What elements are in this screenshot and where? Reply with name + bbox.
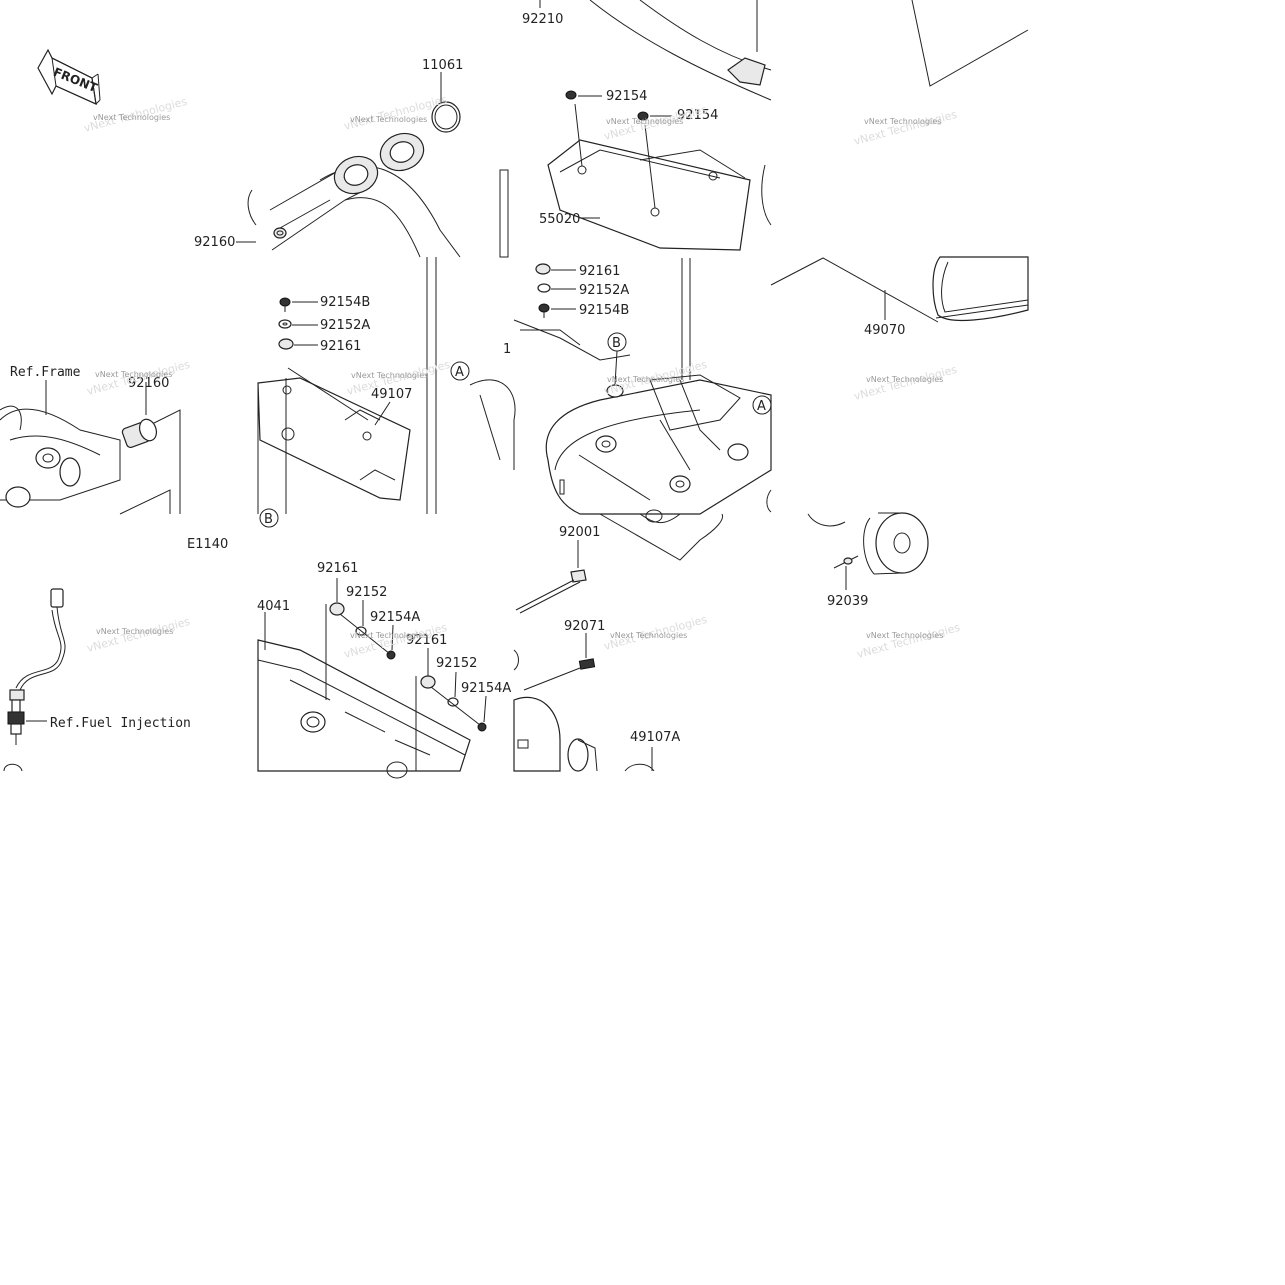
- part-92154B-a: 92154B: [320, 295, 370, 310]
- end-cap-49070: [770, 256, 1029, 323]
- watermark: vNext Technologies: [606, 117, 683, 126]
- bolt-92001-icon: [515, 540, 587, 614]
- bolt-92154-icon: [565, 90, 672, 121]
- ref-frame: Ref.Frame: [10, 365, 81, 380]
- callout-b-b: B: [612, 336, 621, 351]
- part-11061: 11061: [422, 58, 463, 73]
- diagram-code: E1140: [187, 537, 228, 552]
- fastener-stack-b: [535, 263, 576, 318]
- front-arrow-icon: FRONT: [37, 48, 101, 106]
- part-92160-b: 92160: [128, 376, 169, 391]
- part-1: 1: [503, 342, 511, 357]
- rubber-damper-92039: [807, 512, 929, 590]
- ref-fuel-injection: Ref.Fuel Injection: [50, 716, 191, 731]
- part-49107: 49107: [371, 387, 412, 402]
- watermark: vNext Technologies: [866, 631, 943, 640]
- side-cover-4041: [257, 604, 471, 779]
- heat-cover-55020: [547, 103, 751, 251]
- part-92161-a: 92161: [320, 339, 361, 354]
- watermarks: vNext Technologies vNext Technologies vN…: [82, 93, 961, 661]
- part-92154B-b: 92154B: [579, 303, 629, 318]
- part-55020: 55020: [539, 212, 580, 227]
- part-92161-b: 92161: [579, 264, 620, 279]
- part-92152A-b: 92152A: [579, 283, 629, 298]
- callout-b-circle-c: [3, 763, 23, 772]
- part-92160-a: 92160: [194, 235, 235, 250]
- part-92161-c: 92161: [317, 561, 358, 576]
- watermark: vNext Technologies: [607, 375, 684, 384]
- watermark: vNext Technologies: [96, 627, 173, 636]
- gasket-11061-icon: [431, 72, 461, 133]
- watermark-bg: vNext Technologies: [852, 108, 958, 148]
- part-49107A: 49107A: [630, 730, 680, 745]
- part-92001: 92001: [559, 525, 600, 540]
- watermark: vNext Technologies: [866, 375, 943, 384]
- callout-a-a: A: [455, 365, 464, 380]
- watermark: vNext Technologies: [350, 631, 427, 640]
- clip-92071-icon: [523, 633, 596, 691]
- part-92152-b: 92152: [436, 656, 477, 671]
- part-92154-b: 92154: [677, 108, 718, 123]
- part-92152-a: 92152: [346, 585, 387, 600]
- oxygen-sensor-icon: [7, 588, 66, 745]
- watermark: vNext Technologies: [864, 117, 941, 126]
- part-92154A-b: 92154A: [461, 681, 511, 696]
- rubber-damper-icon: [5, 382, 158, 508]
- callout-b-circle-b: B: [607, 332, 627, 386]
- callout-b-a: B: [264, 512, 273, 527]
- callout-a-circle-a: A: [450, 361, 470, 381]
- part-92154-a: 92154: [606, 89, 647, 104]
- callout-a-circle-b: A: [752, 395, 772, 415]
- muffler-edge: [761, 164, 772, 226]
- muffler-body-top: [499, 0, 772, 258]
- part-92154A-a: 92154A: [370, 610, 420, 625]
- part-4041: 4041: [257, 599, 290, 614]
- fastener-stack-a: [278, 297, 318, 350]
- watermark: vNext Technologies: [351, 371, 428, 380]
- watermark-bg: vNext Technologies: [855, 621, 961, 661]
- watermark: vNext Technologies: [95, 370, 172, 379]
- part-92152A-a: 92152A: [320, 318, 370, 333]
- fastener-stack-c: [329, 578, 487, 732]
- header-pipe: [247, 132, 461, 258]
- muffler-cover-49107: [257, 257, 437, 514]
- callout-b-circle-a: B: [259, 508, 279, 528]
- part-49070: 49070: [864, 323, 905, 338]
- muffler-body: [469, 258, 772, 515]
- muffler-tail: [513, 489, 772, 772]
- nut-92160-icon: [236, 227, 287, 243]
- part-92161-d: 92161: [406, 633, 447, 648]
- rear-bracket-line: [911, 0, 1029, 87]
- part-92210: 92210: [522, 12, 563, 27]
- part-92039: 92039: [827, 594, 868, 609]
- callout-a-b: A: [757, 399, 766, 414]
- watermark: vNext Technologies: [610, 631, 687, 640]
- part-92071: 92071: [564, 619, 605, 634]
- watermark: vNext Technologies: [350, 115, 427, 124]
- watermark: vNext Technologies: [93, 113, 170, 122]
